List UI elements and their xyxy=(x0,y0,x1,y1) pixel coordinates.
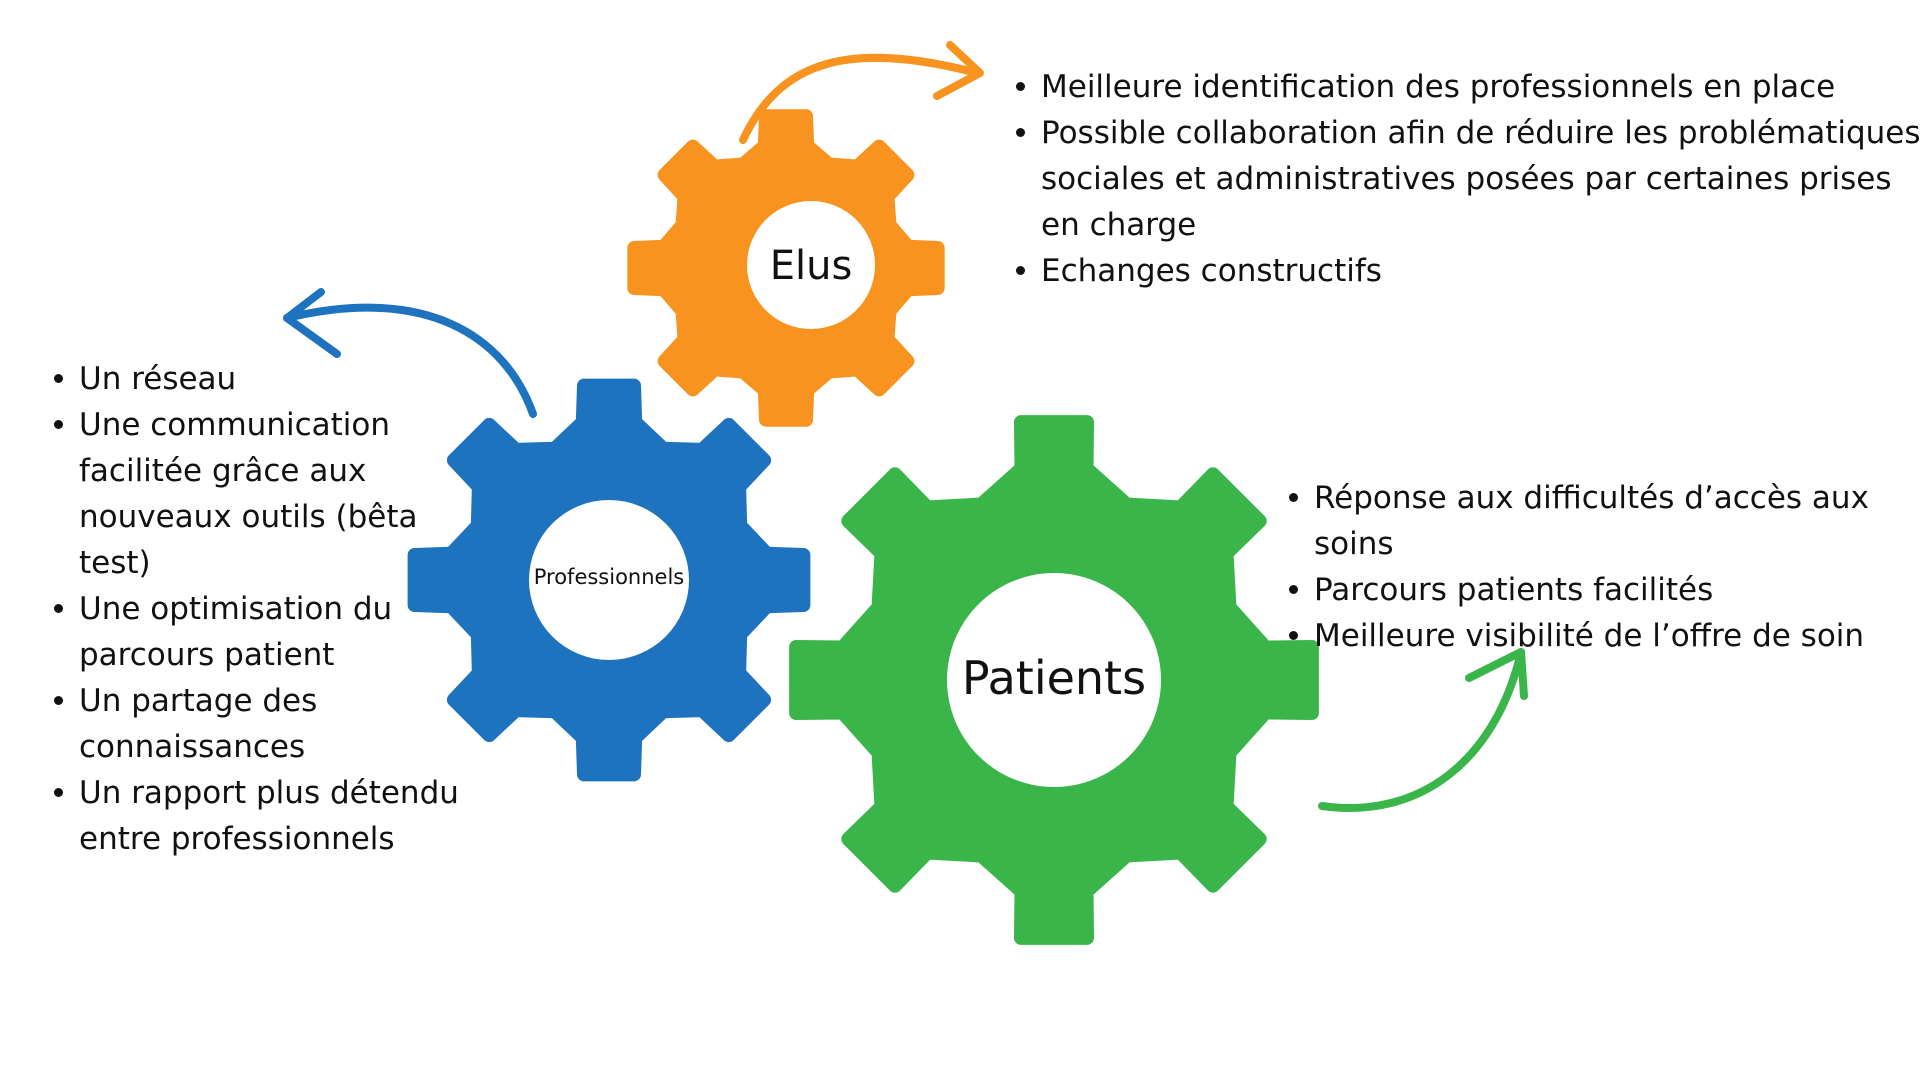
list-item: Echanges constructifs xyxy=(1016,248,1920,294)
list-item: Un réseau xyxy=(54,356,489,402)
gear-elus-hole xyxy=(747,201,875,329)
list-item: Meilleure identification des professionn… xyxy=(1016,64,1920,110)
gear-elus-label: Elus xyxy=(770,243,853,289)
arrow-elus-head xyxy=(933,41,984,100)
list-item: Un partage des connaissances xyxy=(54,678,489,770)
elus-benefits-list: Meilleure identification des professionn… xyxy=(1011,64,1920,294)
list-item: Réponse aux difficultés d’accès aux soin… xyxy=(1289,475,1920,567)
gear-professionnels: Professionnels xyxy=(407,378,811,782)
arrow-elus-curve xyxy=(739,53,981,144)
list-item: Une communication facilitée grâce aux no… xyxy=(54,402,489,586)
professionnels-benefits-list: Un réseau Une communication facilitée gr… xyxy=(49,356,489,862)
list-item: Une optimisation du parcours patient xyxy=(54,586,489,678)
list-item: Possible collaboration afin de réduire l… xyxy=(1016,110,1920,248)
arrow-elus xyxy=(739,41,984,144)
arrow-patients xyxy=(1318,648,1528,812)
arrow-professionnels-head xyxy=(283,288,341,358)
gear-patients-label: Patients xyxy=(962,651,1146,705)
arrow-patients-curve xyxy=(1318,648,1525,812)
gear-patients-hole xyxy=(947,573,1161,787)
gear-patients: Patients xyxy=(789,415,1319,945)
gear-professionnels-hole xyxy=(529,500,689,660)
patients-benefits-list: Réponse aux difficultés d’accès aux soin… xyxy=(1284,475,1920,659)
gear-elus: Elus xyxy=(627,109,945,427)
arrow-professionnels-curve xyxy=(283,303,537,418)
list-item: Un rapport plus détendu entre profession… xyxy=(54,770,489,862)
list-item: Meilleure visibilité de l’offre de soin xyxy=(1289,613,1920,659)
arrow-patients-head xyxy=(1465,648,1528,700)
gear-professionnels-label: Professionnels xyxy=(534,565,685,589)
arrow-professionnels xyxy=(283,288,537,418)
list-item: Parcours patients facilités xyxy=(1289,567,1920,613)
